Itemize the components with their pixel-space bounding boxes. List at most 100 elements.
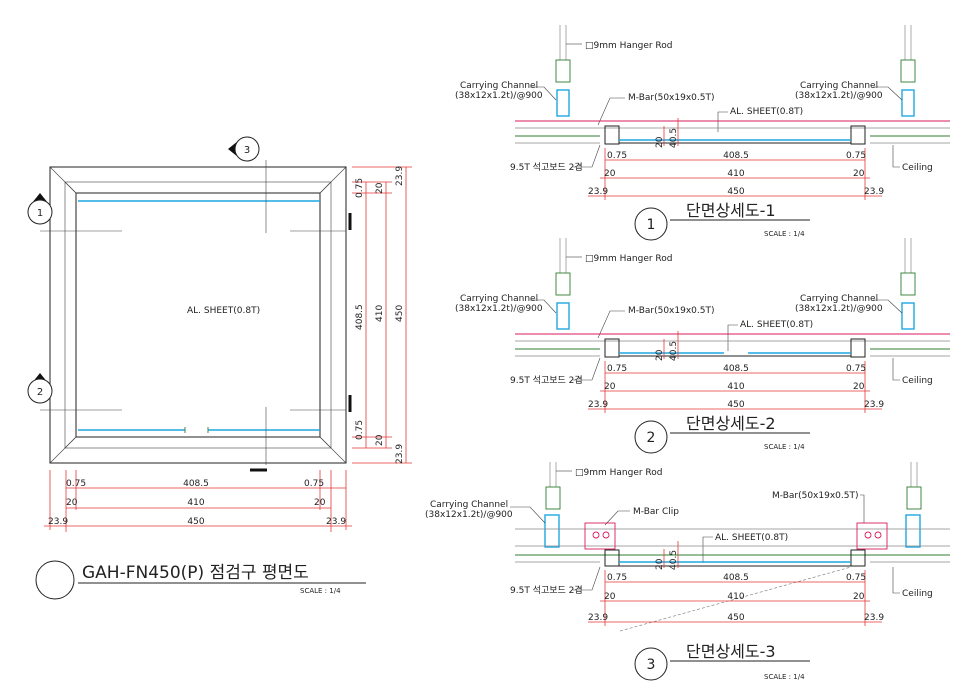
svg-text:410: 410 <box>727 382 744 392</box>
svg-text:AL. SHEET(0.8T): AL. SHEET(0.8T) <box>730 107 803 117</box>
svg-text:Carrying Channel: Carrying Channel <box>430 500 508 510</box>
svg-text:0.75: 0.75 <box>66 479 86 489</box>
svg-text:40.5: 40.5 <box>669 128 679 148</box>
svg-text:(38x12x1.2t)/@900: (38x12x1.2t)/@900 <box>455 304 543 314</box>
plan-dims-bottom: 0.75 408.5 0.75 20 410 20 23.9 450 23.9 <box>44 470 352 532</box>
svg-text:(38x12x1.2t)/@900: (38x12x1.2t)/@900 <box>455 91 543 101</box>
svg-text:23.9: 23.9 <box>395 166 405 186</box>
svg-text:23.9: 23.9 <box>864 400 884 410</box>
svg-text:Ceiling: Ceiling <box>902 589 933 599</box>
svg-text:408.5: 408.5 <box>723 151 749 161</box>
svg-text:20: 20 <box>314 498 326 508</box>
svg-text:23.9: 23.9 <box>588 613 608 623</box>
svg-text:23.9: 23.9 <box>326 517 346 527</box>
svg-text:0.75: 0.75 <box>607 573 627 583</box>
svg-text:0.75: 0.75 <box>846 573 866 583</box>
svg-text:2: 2 <box>647 430 656 446</box>
plan-marker-3: 3 <box>228 136 260 162</box>
svg-text:20: 20 <box>375 434 385 446</box>
svg-text:M-Bar(50x19x0.5T): M-Bar(50x19x0.5T) <box>628 93 714 103</box>
svg-text:0.75: 0.75 <box>304 479 324 489</box>
svg-text:410: 410 <box>187 498 204 508</box>
hanger-rod-left <box>555 25 571 117</box>
section-3-title: 단면상세도-3 <box>686 642 776 661</box>
svg-text:Carrying Channel: Carrying Channel <box>800 294 878 304</box>
svg-text:20: 20 <box>655 136 665 148</box>
svg-text:9.5T 석고보드 2겹: 9.5T 석고보드 2겹 <box>510 161 583 173</box>
svg-text:23.9: 23.9 <box>864 613 884 623</box>
section-2-title: 단면상세도-2 <box>686 414 776 433</box>
svg-text:SCALE : 1/4: SCALE : 1/4 <box>764 230 805 238</box>
svg-text:408.5: 408.5 <box>723 573 749 583</box>
svg-text:410: 410 <box>727 592 744 602</box>
svg-text:20: 20 <box>604 382 616 392</box>
svg-text:Carrying Channel: Carrying Channel <box>460 294 538 304</box>
svg-text:450: 450 <box>727 400 744 410</box>
plan-title-block: GAH-FN450(P) 점검구 평면도 SCALE : 1/4 <box>35 560 366 600</box>
svg-text:408.5: 408.5 <box>355 304 365 330</box>
svg-text:450: 450 <box>727 613 744 623</box>
svg-text:20: 20 <box>853 382 865 392</box>
svg-text:23.9: 23.9 <box>395 444 405 464</box>
svg-text:20: 20 <box>655 558 665 570</box>
hanger-rod-left <box>544 462 561 548</box>
svg-text:M-Bar(50x19x0.5T): M-Bar(50x19x0.5T) <box>772 491 858 501</box>
plan-outer-frame <box>49 166 347 464</box>
svg-text:450: 450 <box>395 305 405 322</box>
plan-marker-2: 2 <box>27 373 53 404</box>
svg-text:0.75: 0.75 <box>846 151 866 161</box>
svg-text:20: 20 <box>66 498 78 508</box>
svg-text:(38x12x1.2t)/@900: (38x12x1.2t)/@900 <box>425 510 513 520</box>
svg-text:23.9: 23.9 <box>864 187 884 197</box>
section-2: □9mm Hanger Rod Carrying Channel (38x12x… <box>455 238 950 454</box>
svg-text:0.75: 0.75 <box>607 151 627 161</box>
svg-text:3: 3 <box>647 657 656 673</box>
svg-text:410: 410 <box>727 169 744 179</box>
plan-scale: SCALE : 1/4 <box>300 587 341 595</box>
svg-text:AL. SHEET(0.8T): AL. SHEET(0.8T) <box>715 533 788 543</box>
plan-marker-1: 1 <box>27 193 53 225</box>
svg-text:40.5: 40.5 <box>669 550 679 570</box>
svg-text:□9mm Hanger Rod: □9mm Hanger Rod <box>585 41 673 51</box>
svg-text:SCALE : 1/4: SCALE : 1/4 <box>764 673 805 681</box>
svg-text:0.75: 0.75 <box>355 420 365 440</box>
svg-text:0.75: 0.75 <box>355 178 365 198</box>
svg-text:20: 20 <box>853 592 865 602</box>
svg-text:Ceiling: Ceiling <box>902 376 933 386</box>
svg-text:23.9: 23.9 <box>588 400 608 410</box>
svg-text:9.5T 석고보드 2겹: 9.5T 석고보드 2겹 <box>510 374 583 386</box>
plan-sheet-label: AL. SHEET(0.8T) <box>187 306 260 316</box>
svg-text:3: 3 <box>244 145 250 156</box>
hanger-rod-right <box>905 462 922 548</box>
section-1-title: 단면상세도-1 <box>686 201 776 220</box>
svg-text:SCALE : 1/4: SCALE : 1/4 <box>764 443 805 451</box>
svg-text:408.5: 408.5 <box>183 479 209 489</box>
hanger-rod-right <box>900 25 916 117</box>
svg-text:450: 450 <box>727 187 744 197</box>
svg-text:450: 450 <box>187 517 204 527</box>
svg-text:M-Bar(50x19x0.5T): M-Bar(50x19x0.5T) <box>628 306 714 316</box>
svg-text:(38x12x1.2t)/@900: (38x12x1.2t)/@900 <box>795 91 883 101</box>
svg-text:0.75: 0.75 <box>846 364 866 374</box>
svg-text:Ceiling: Ceiling <box>902 163 933 173</box>
svg-text:20: 20 <box>604 592 616 602</box>
svg-text:20: 20 <box>853 169 865 179</box>
svg-text:1: 1 <box>37 208 43 219</box>
svg-text:2: 2 <box>37 387 43 398</box>
svg-text:20: 20 <box>604 169 616 179</box>
svg-text:0.75: 0.75 <box>607 364 627 374</box>
hanger-rod-right <box>900 238 916 330</box>
plan-inner-frame <box>75 192 321 438</box>
section-1: □9mm Hanger Rod Carrying Channel (38x12x… <box>455 25 950 241</box>
svg-text:23.9: 23.9 <box>48 517 68 527</box>
plan-view: 1 2 3 AL. SHEET(0.8T) 0.75 408.5 0.75 <box>27 136 412 600</box>
svg-text:AL. SHEET(0.8T): AL. SHEET(0.8T) <box>740 320 813 330</box>
svg-text:9.5T 석고보드 2겹: 9.5T 석고보드 2겹 <box>510 584 583 596</box>
svg-text:Carrying Channel: Carrying Channel <box>800 81 878 91</box>
svg-text:20: 20 <box>375 182 385 194</box>
svg-text:M-Bar Clip: M-Bar Clip <box>633 507 679 517</box>
svg-text:20: 20 <box>655 349 665 361</box>
svg-text:40.5: 40.5 <box>669 341 679 361</box>
section-3: □9mm Hanger Rod Carrying Channel (38x12x… <box>425 462 950 681</box>
